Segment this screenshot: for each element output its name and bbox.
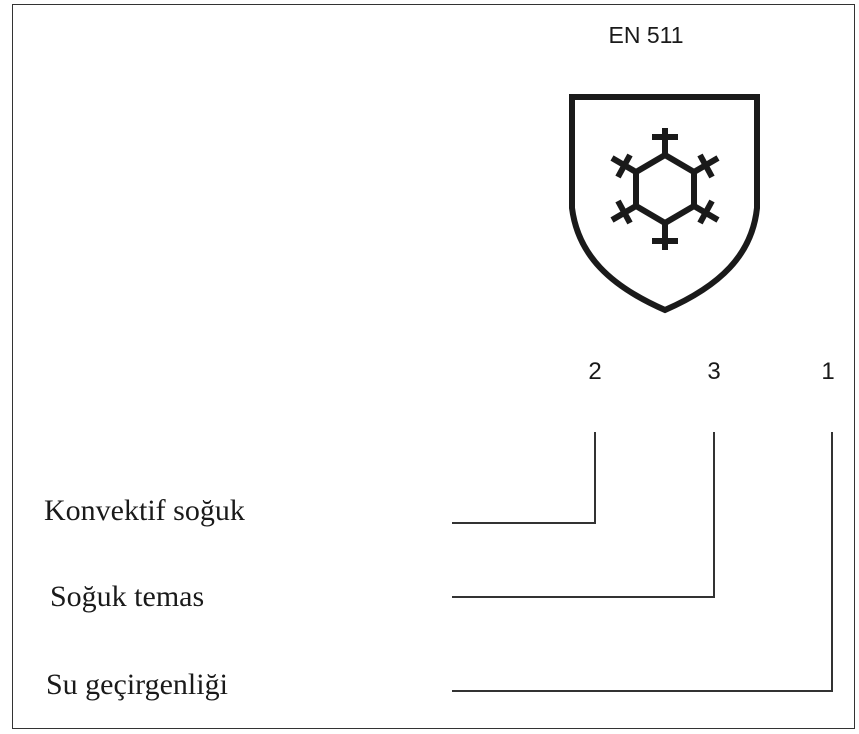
rating-digit-3: 1 xyxy=(821,358,835,385)
leader-line-2 xyxy=(452,432,715,598)
leader-line-3 xyxy=(452,432,833,692)
diagram-frame xyxy=(12,4,855,729)
rating-label-3: Su geçirgenliği xyxy=(46,668,228,701)
rating-label-2: Soğuk temas xyxy=(50,580,205,613)
rating-label-1: Konvektif soğuk xyxy=(44,494,245,527)
standard-title: EN 511 xyxy=(608,22,684,48)
rating-digit-1: 2 xyxy=(588,358,602,385)
snowflake-icon xyxy=(610,128,720,250)
leader-line-1 xyxy=(452,432,596,524)
shield-icon xyxy=(569,94,760,314)
rating-digit-2: 3 xyxy=(707,358,721,385)
